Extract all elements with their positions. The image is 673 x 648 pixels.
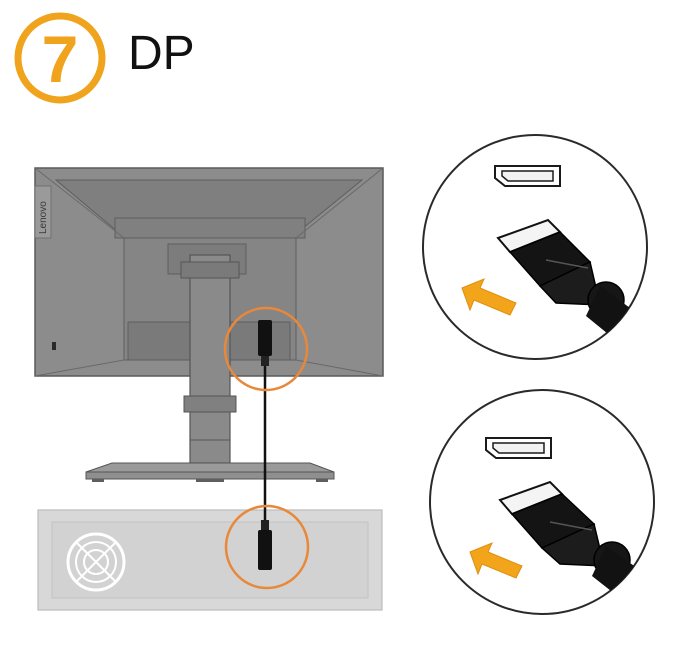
step-number: 7 bbox=[42, 22, 79, 96]
pc-port-highlight bbox=[224, 504, 310, 590]
insert-arrow-icon bbox=[469, 542, 523, 579]
displayport-port bbox=[494, 165, 561, 187]
dp-cable bbox=[258, 320, 272, 570]
brand-label: Lenovo bbox=[38, 201, 49, 234]
displayport-port bbox=[485, 437, 552, 459]
pc-dp-plug bbox=[258, 530, 272, 570]
zoom-callout-computer bbox=[429, 389, 655, 615]
zoom-callout-monitor bbox=[422, 134, 648, 360]
monitor-port-highlight bbox=[223, 306, 309, 392]
fan-grille-icon bbox=[66, 532, 126, 592]
step-number-badge bbox=[14, 12, 106, 104]
insert-arrow-icon bbox=[461, 278, 517, 316]
step-title: DP bbox=[128, 27, 195, 80]
computer-rear-view bbox=[37, 509, 383, 611]
step-header: 7 DP bbox=[14, 12, 195, 104]
monitor-dp-plug bbox=[258, 320, 272, 356]
monitor-rear-view: Lenovo bbox=[34, 167, 384, 482]
